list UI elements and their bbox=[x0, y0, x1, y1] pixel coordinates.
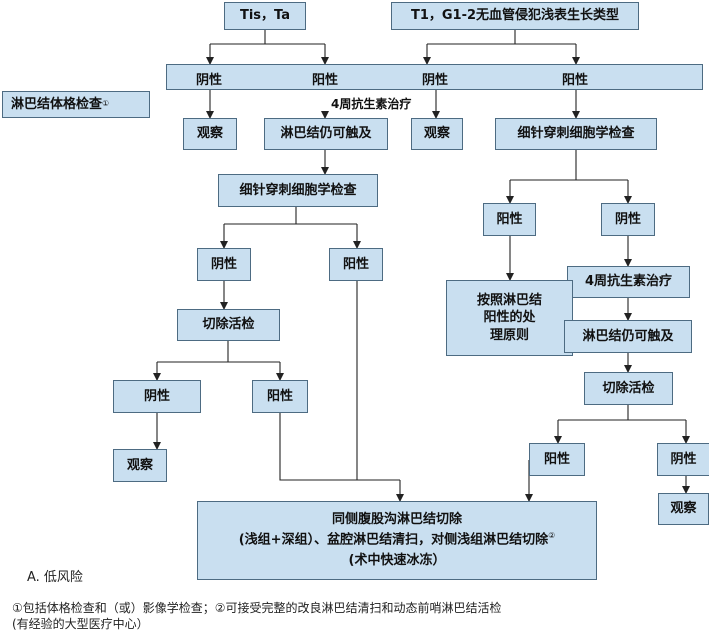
antibiotic-top-label: 4周抗生素治疗 bbox=[331, 97, 412, 111]
result-band bbox=[166, 64, 703, 90]
final-line-3: (术中快速冰冻） bbox=[348, 552, 446, 568]
final-line-2: (浅组+深组）、盆腔淋巴结清扫，对侧浅组淋巴结切除② bbox=[239, 530, 556, 550]
node-lymph-palpable-1: 淋巴结仍可触及 bbox=[264, 118, 388, 150]
node-negative-left-2: 阴性 bbox=[113, 380, 201, 413]
positive-principle-line-1: 按照淋巴结 bbox=[476, 292, 542, 308]
node-negative-right: 阴性 bbox=[601, 203, 655, 236]
figure-caption: A. 低风险 bbox=[27, 570, 83, 585]
node-excision-right: 切除活检 bbox=[584, 372, 673, 405]
node-negative-left: 阴性 bbox=[197, 248, 251, 281]
node-positive-left: 阳性 bbox=[329, 248, 383, 281]
positive-principle-line-3: 理原则 bbox=[489, 327, 529, 343]
lymph-exam-label: 淋巴结体格检查 bbox=[11, 96, 103, 112]
band-label-negative-2: 阴性 bbox=[422, 73, 449, 88]
band-label-positive-1: 阳性 bbox=[312, 73, 339, 88]
band-label-positive-2: 阳性 bbox=[562, 73, 589, 88]
footnote-line-2: (有经验的大型医疗中心） bbox=[12, 617, 149, 631]
node-fna-left: 细针穿刺细胞学检查 bbox=[218, 174, 378, 207]
node-observe-4: 观察 bbox=[658, 493, 709, 525]
node-positive-right-3: 阳性 bbox=[529, 443, 585, 476]
footnote-line-1: ①包括体格检查和（或）影像学检查；②可接受完整的改良淋巴结清扫和动态前哨淋巴结活… bbox=[12, 601, 502, 615]
node-excision-left: 切除活检 bbox=[177, 309, 280, 341]
node-positive-right: 阳性 bbox=[483, 203, 536, 236]
lymph-exam-footnote-mark: ① bbox=[102, 99, 110, 109]
node-observe-2: 观察 bbox=[411, 118, 463, 150]
node-negative-right-3: 阴性 bbox=[657, 443, 709, 476]
band-label-negative-1: 阴性 bbox=[196, 73, 223, 88]
node-antibiotic-right: 4周抗生素治疗 bbox=[567, 266, 690, 298]
node-observe-1: 观察 bbox=[183, 118, 237, 150]
final-line-2-footnote-mark: ② bbox=[548, 531, 556, 541]
node-final-procedure: 同侧腹股沟淋巴结切除 (浅组+深组）、盆腔淋巴结清扫，对侧浅组淋巴结切除② (术… bbox=[197, 501, 597, 580]
node-t1-g12: T1，G1-2无血管侵犯浅表生长类型 bbox=[391, 2, 639, 30]
node-lymph-palpable-2: 淋巴结仍可触及 bbox=[564, 320, 692, 353]
node-positive-left-2: 阳性 bbox=[252, 380, 308, 413]
node-fna-right: 细针穿刺细胞学检查 bbox=[495, 118, 657, 150]
final-line-2-text: (浅组+深组）、盆腔淋巴结清扫，对侧浅组淋巴结切除 bbox=[238, 532, 549, 548]
final-line-1: 同侧腹股沟淋巴结切除 bbox=[331, 512, 462, 528]
node-positive-principle: 按照淋巴结 阳性的处 理原则 bbox=[446, 280, 573, 356]
node-tis-ta: Tis，Ta bbox=[224, 2, 306, 30]
positive-principle-line-2: 阳性的处 bbox=[483, 310, 536, 326]
node-observe-3: 观察 bbox=[113, 449, 167, 482]
